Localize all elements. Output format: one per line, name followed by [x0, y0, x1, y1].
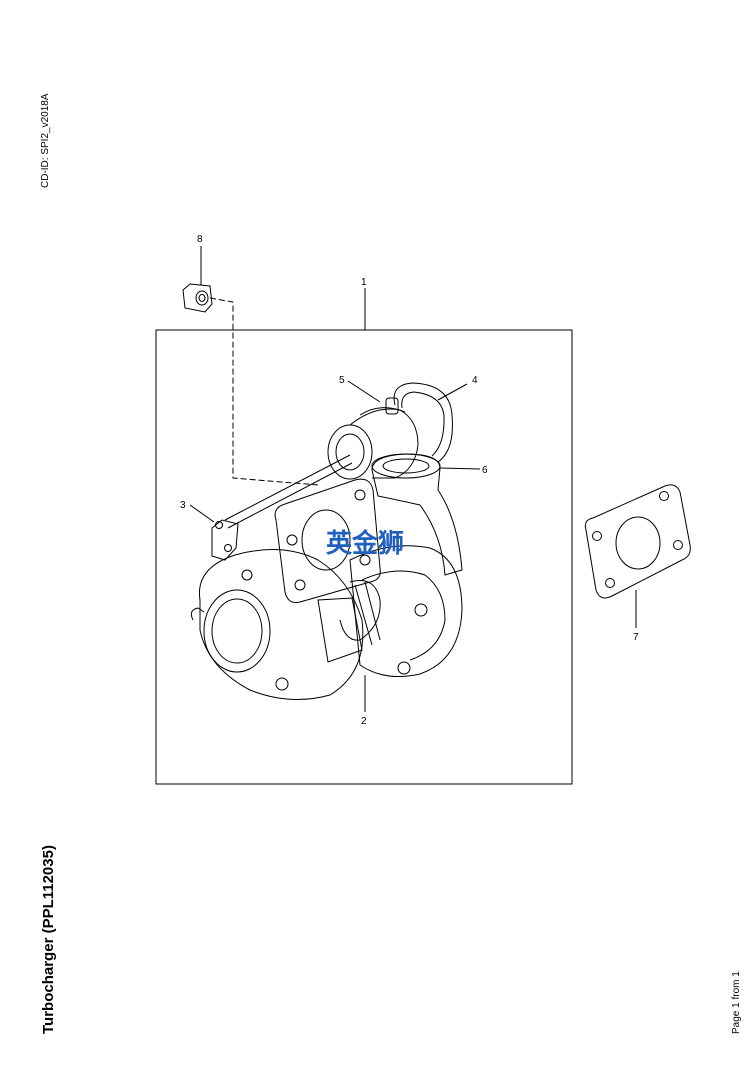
fitting-dash-line [209, 297, 319, 486]
callout-1: 1 [361, 277, 367, 288]
callout-8: 8 [197, 234, 203, 245]
callout-4: 4 [472, 375, 478, 386]
callout-6: 6 [482, 465, 488, 476]
leader-4 [437, 383, 468, 401]
turbocharger-body [190, 382, 463, 700]
plug-part [182, 283, 213, 313]
gasket-part [584, 484, 691, 599]
callout-5: 5 [339, 375, 345, 386]
callout-7: 7 [633, 632, 639, 643]
leader-5 [347, 380, 381, 403]
callout-2: 2 [361, 716, 367, 727]
callout-3: 3 [180, 500, 186, 511]
leader-6 [439, 467, 481, 470]
leader-3 [189, 504, 215, 523]
assembly-frame [155, 329, 573, 785]
watermark: 英金狮 [326, 528, 404, 559]
callout-labels: 1 2 3 4 5 6 7 8 [180, 234, 639, 727]
